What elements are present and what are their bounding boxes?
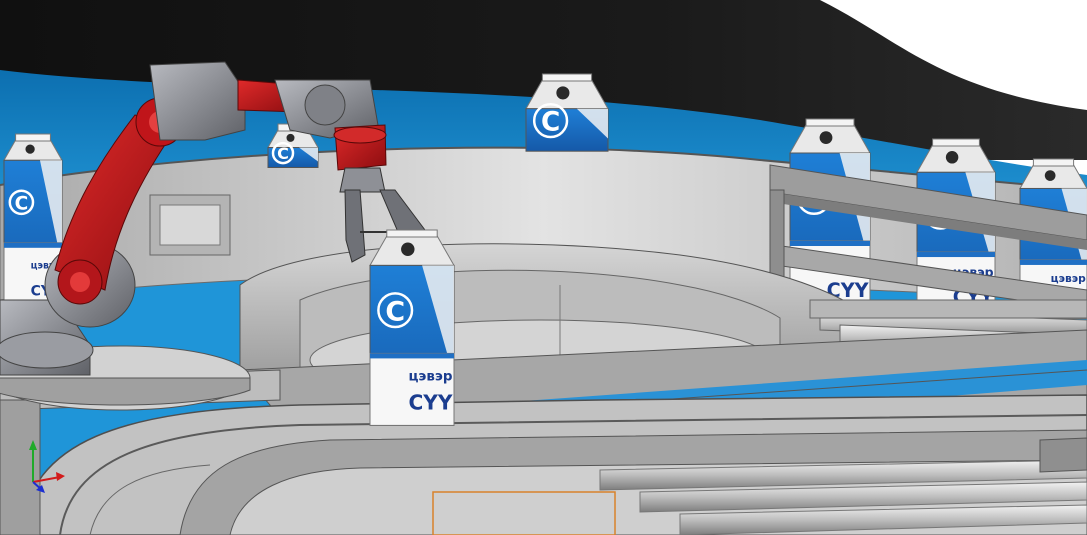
carton-brand-text: цэвэр	[1051, 272, 1086, 285]
carton-brand-text: цэвэр	[408, 370, 452, 385]
carton-brand-text: цэвэр	[31, 260, 62, 271]
cap-icon	[25, 144, 35, 154]
cap-icon	[401, 242, 415, 256]
carton-logo-icon	[377, 292, 414, 329]
cap-icon	[819, 131, 833, 145]
carton-product-text: СҮҮ	[408, 390, 452, 414]
robot-base-platform	[0, 345, 251, 411]
carton-logo-icon	[8, 189, 35, 216]
cap-icon	[1044, 170, 1056, 181]
robot-arm[interactable]	[0, 61, 426, 376]
carton-logo-letter: C	[15, 193, 29, 214]
carton-logo-letter: C	[277, 144, 289, 163]
milk-carton[interactable]: C	[525, 73, 609, 152]
selected-face-highlight[interactable]	[432, 491, 616, 535]
carton-product-text: СҮҮ	[827, 279, 870, 302]
carton-logo-icon	[271, 141, 295, 165]
cap-icon	[286, 133, 295, 142]
carton-logo-letter: C	[385, 296, 405, 327]
coordinate-axes-icon	[29, 440, 65, 493]
cap-icon	[945, 151, 959, 164]
carton-logo-icon	[532, 102, 569, 139]
cap-icon	[556, 86, 570, 100]
right-conveyor-rails	[769, 164, 1087, 311]
front-conveyor-rollers	[599, 437, 1087, 535]
carton-logo-letter: C	[541, 107, 560, 137]
